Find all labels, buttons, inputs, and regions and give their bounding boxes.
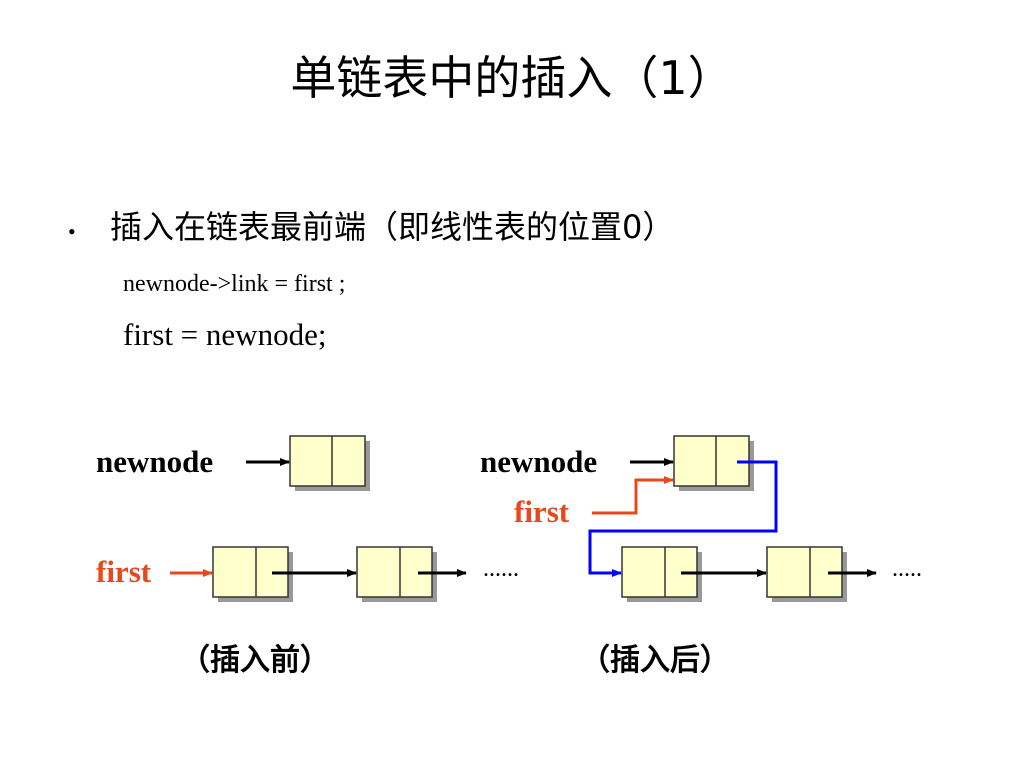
continuation-dots: ...... xyxy=(483,556,519,582)
first-label: first xyxy=(514,494,570,529)
diagram-after: newnode first ..... （插入后） xyxy=(480,435,922,678)
new-node xyxy=(289,435,370,491)
caption-before: （插入前） xyxy=(180,643,330,678)
node-data-cell xyxy=(289,435,366,487)
diagram-before: newnode first ...... （插入前） xyxy=(96,435,519,678)
code-line-link: newnode->link = first ; xyxy=(123,271,346,297)
newnode-label: newnode xyxy=(96,444,213,479)
newnode-label: newnode xyxy=(480,444,597,479)
caption-after: （插入后） xyxy=(580,643,730,678)
new-link-arrow xyxy=(588,460,778,577)
bullet-marker: • xyxy=(68,219,76,244)
list-node-1 xyxy=(212,546,293,602)
bullet-text: 插入在链表最前端（即线性表的位置0） xyxy=(110,208,675,246)
code-line-first: first = newnode; xyxy=(123,317,327,352)
first-label: first xyxy=(96,554,152,589)
first-pointer-arrow xyxy=(592,476,674,515)
slide-title: 单链表中的插入（1） xyxy=(290,51,734,105)
list-node-2 xyxy=(766,546,847,602)
list-node-1 xyxy=(621,546,702,602)
node-data-cell xyxy=(673,435,750,487)
new-node xyxy=(673,435,754,491)
continuation-dots: ..... xyxy=(892,556,922,582)
